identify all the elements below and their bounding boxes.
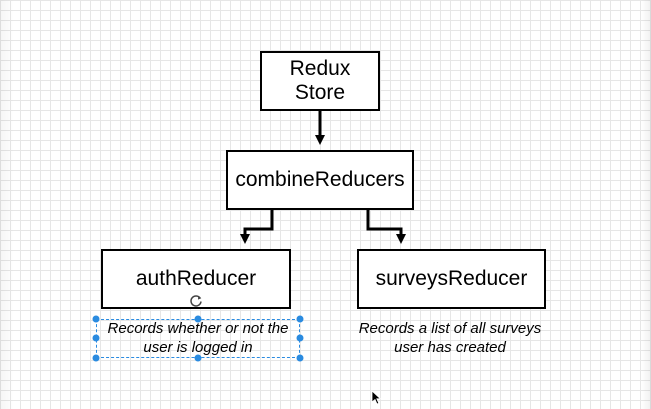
- resize-handle-bottom-center[interactable]: [194, 354, 202, 362]
- canvas-edge-left: [0, 0, 14, 409]
- resize-handle-top-right[interactable]: [296, 315, 304, 323]
- resize-handle-middle-right[interactable]: [296, 334, 304, 342]
- edge-combine-to-auth: [240, 210, 274, 244]
- resize-handle-top-center[interactable]: [194, 315, 202, 323]
- rotate-icon[interactable]: [189, 294, 203, 308]
- canvas-edge-right: [641, 0, 651, 409]
- resize-handle-bottom-left[interactable]: [92, 354, 100, 362]
- selection-box: [96, 319, 300, 358]
- node-combine-reducers[interactable]: combineReducers: [226, 150, 414, 210]
- edge-combine-to-surveys: [366, 210, 406, 244]
- node-redux-store[interactable]: Redux Store: [260, 51, 380, 111]
- resize-handle-middle-left[interactable]: [92, 334, 100, 342]
- resize-handle-bottom-right[interactable]: [296, 354, 304, 362]
- mouse-pointer-icon: [371, 390, 382, 405]
- note-auth-reducer[interactable]: Records whether or not the user is logge…: [107, 320, 289, 356]
- note-surveys-reducer[interactable]: Records a list of all surveys user has c…: [358, 320, 542, 356]
- resize-handle-top-left[interactable]: [92, 315, 100, 323]
- node-surveys-reducer[interactable]: surveysReducer: [357, 249, 546, 309]
- node-auth-reducer[interactable]: authReducer: [101, 249, 291, 309]
